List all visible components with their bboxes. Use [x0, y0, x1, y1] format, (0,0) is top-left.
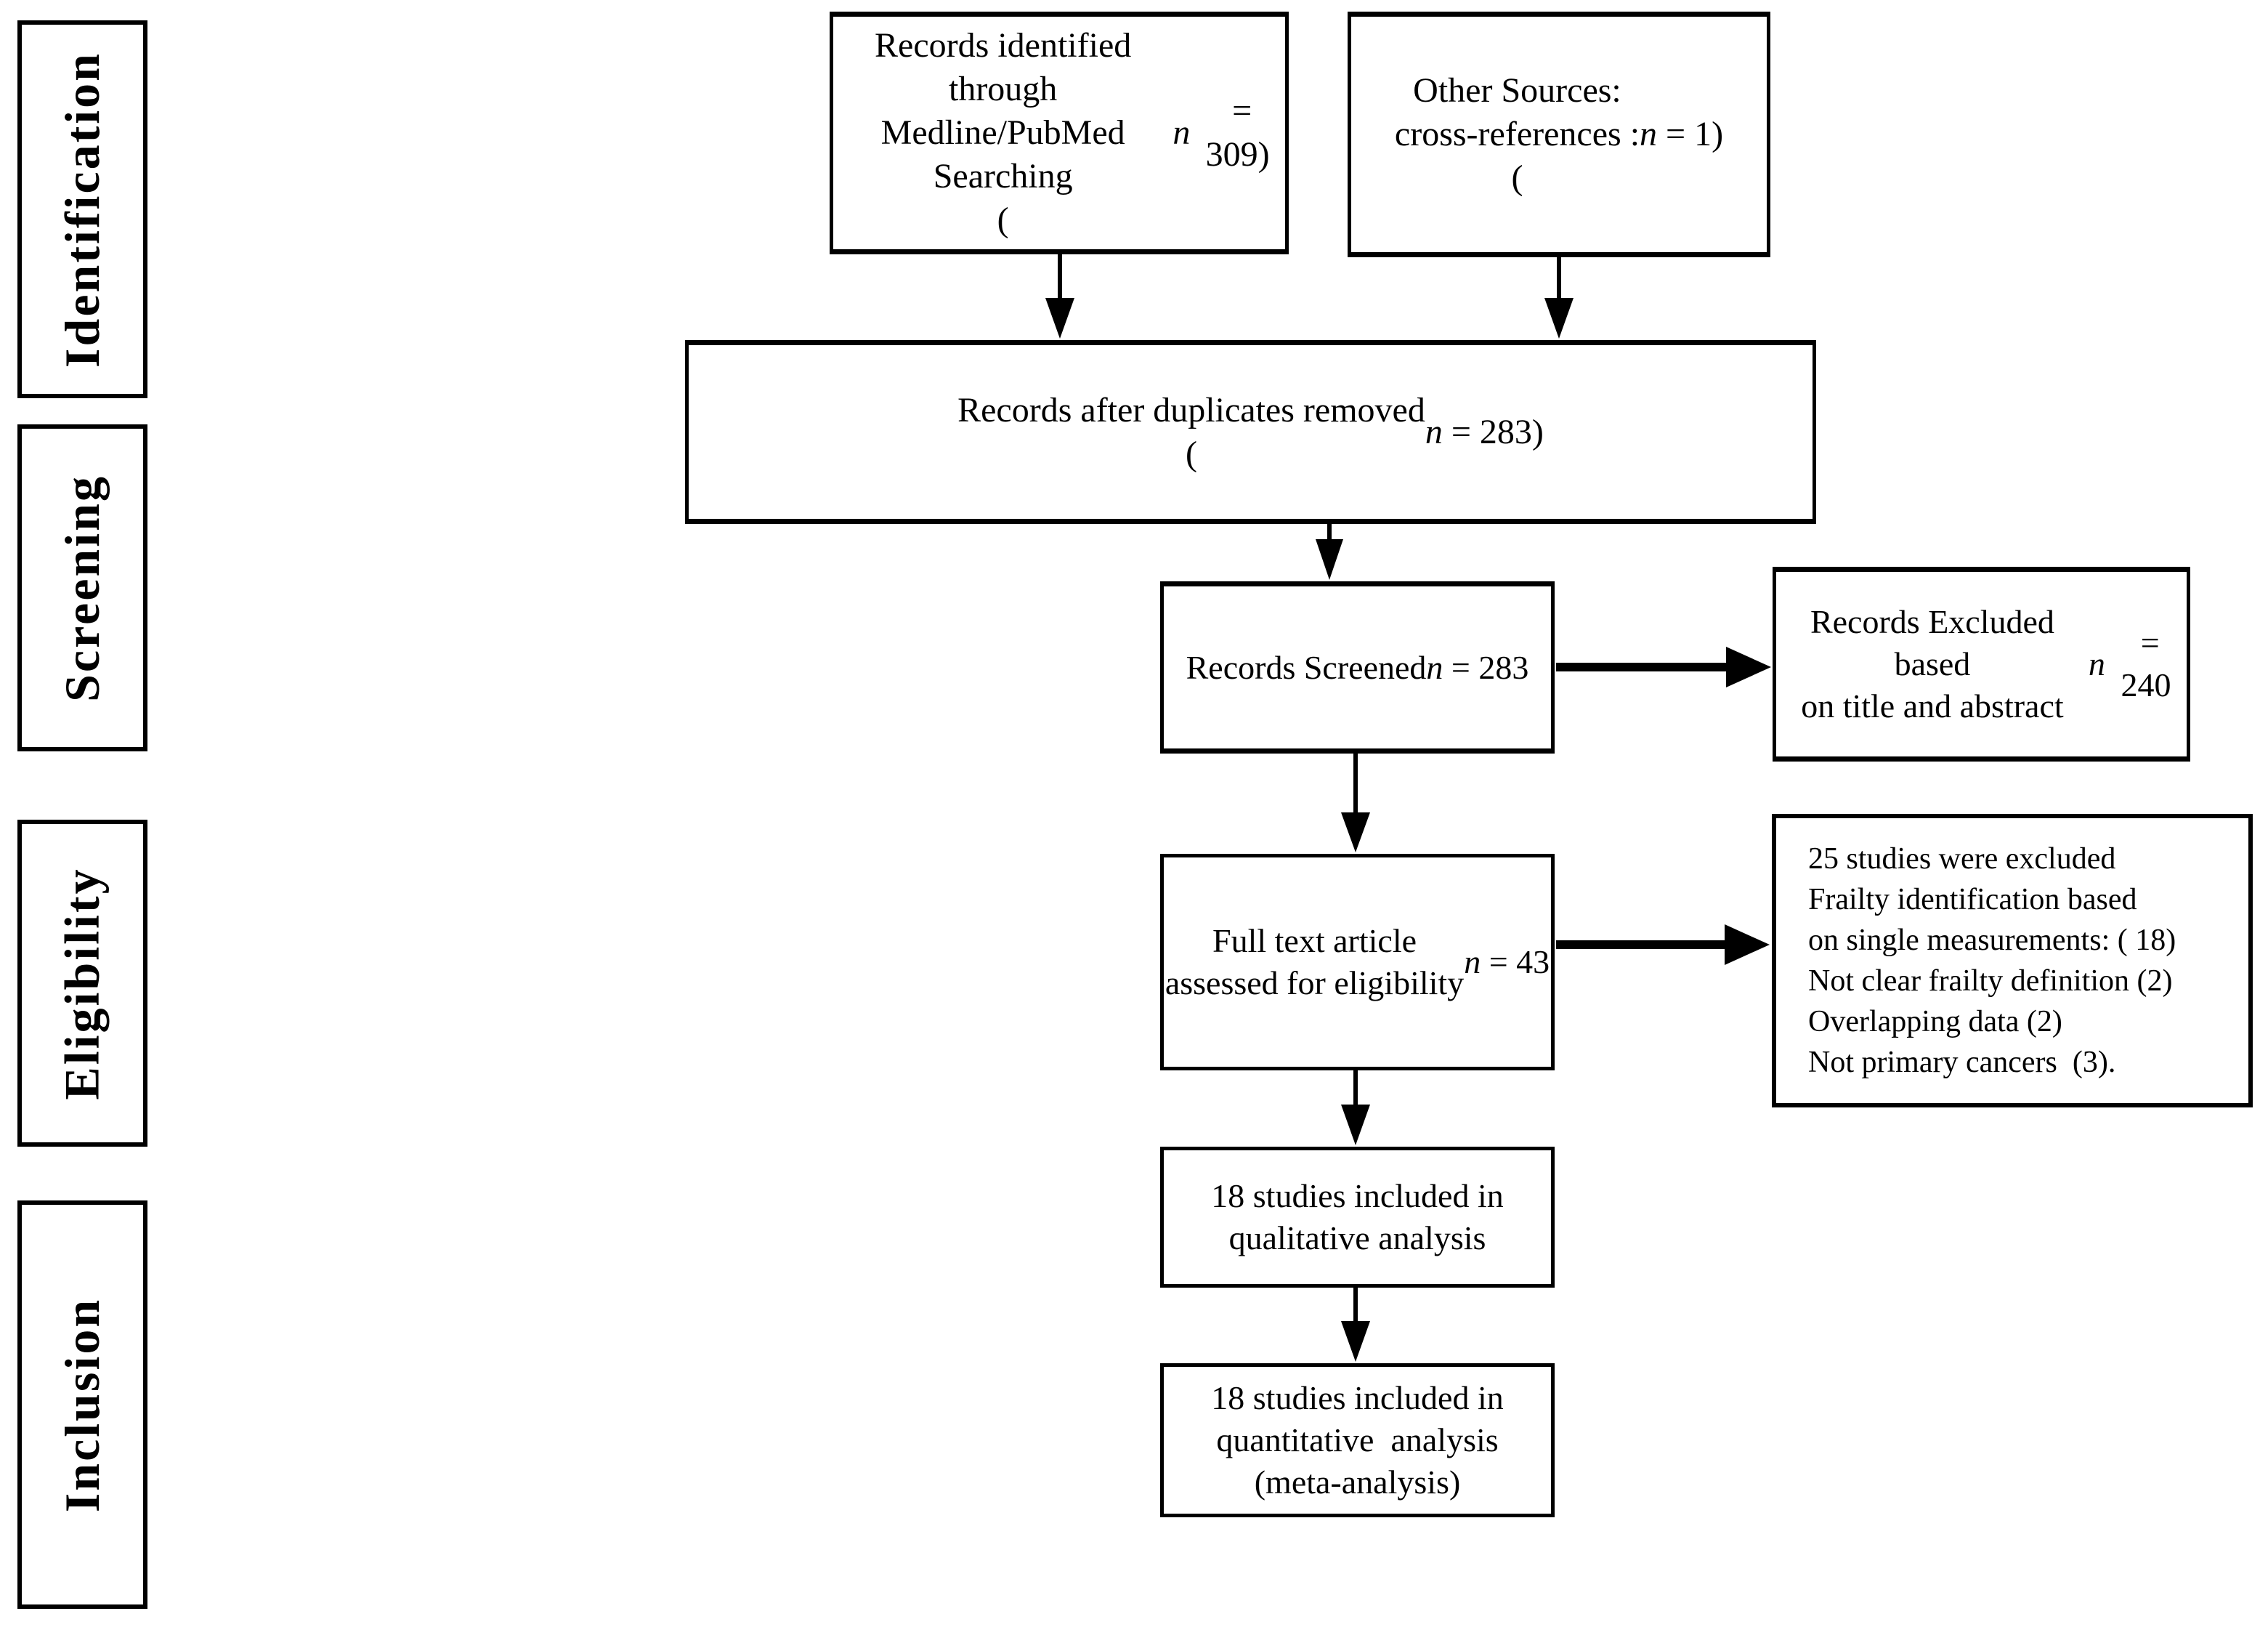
box-full-text-assessed: Full text article assessed for eligibili…	[1160, 854, 1555, 1070]
box-exclusion-reasons: 25 studies were excluded Frailty identif…	[1772, 814, 2253, 1107]
stage-identification: Identification	[17, 20, 147, 398]
stage-screening-label: Screening	[54, 474, 110, 702]
arrow-screened-to-excluded	[1556, 647, 1771, 687]
stage-inclusion: Inclusion	[17, 1200, 147, 1609]
box-other-sources: Other Sources: cross-references : (n = 1…	[1348, 12, 1770, 257]
stage-screening: Screening	[17, 424, 147, 751]
arrow-identified-to-duplicates	[1045, 254, 1074, 339]
box-duplicates-removed: Records after duplicates removed (n = 28…	[685, 340, 1816, 524]
stage-eligibility-label: Eligibility	[54, 866, 110, 1100]
arrow-duplicates-to-screened	[1316, 524, 1343, 580]
arrow-qualitative-to-quantitative	[1341, 1288, 1370, 1362]
box-records-identified: Records identified through Medline/PubMe…	[830, 12, 1289, 254]
box-records-excluded: Records Excluded based on title and abst…	[1773, 567, 2190, 762]
box-records-screened: Records Screened n = 283	[1160, 581, 1555, 754]
stage-eligibility: Eligibility	[17, 820, 147, 1147]
arrow-fulltext-to-qualitative	[1341, 1070, 1370, 1145]
arrow-fulltext-to-exclusion-reasons	[1556, 924, 1770, 965]
stage-inclusion-label: Inclusion	[54, 1297, 110, 1512]
arrow-screened-to-fulltext	[1341, 754, 1370, 852]
stage-identification-label: Identification	[54, 51, 110, 368]
box-quantitative-included: 18 studies included in quantitative anal…	[1160, 1363, 1555, 1517]
box-qualitative-included: 18 studies included in qualitative analy…	[1160, 1147, 1555, 1288]
arrow-other-sources-to-duplicates	[1544, 257, 1574, 339]
